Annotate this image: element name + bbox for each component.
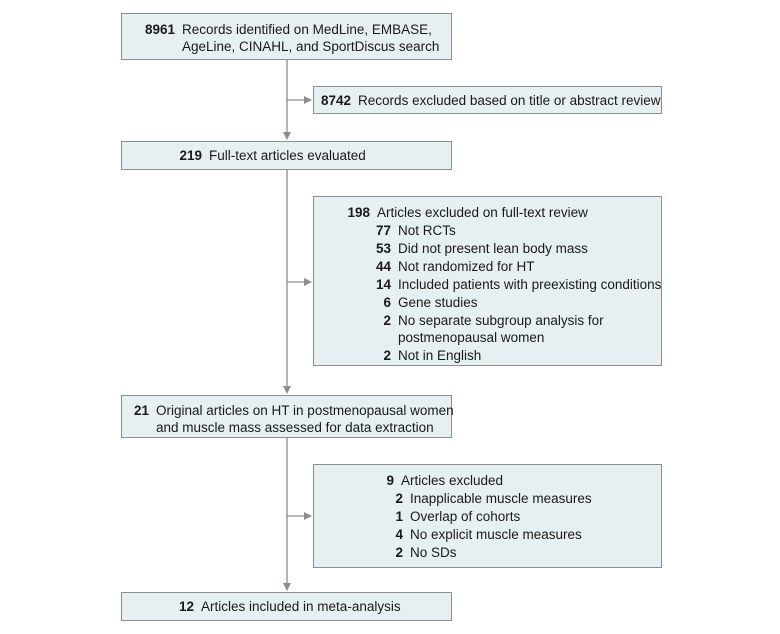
original-articles-count: 21 [133, 403, 149, 418]
records-identified-box: 8961 Records identified on MedLine, EMBA… [121, 13, 452, 60]
fulltext-evaluated-text: Full-text articles evaluated [209, 148, 366, 163]
included-articles-text: Articles included in meta-analysis [201, 599, 401, 614]
excluded-final-count: 9 [386, 473, 394, 488]
records-identified-line1: Records identified on MedLine, EMBASE, [182, 22, 432, 37]
list-item: 2 No SDs [395, 545, 457, 560]
list-item: 77 Not RCTs [375, 223, 456, 238]
list-item: 1 Overlap of cohorts [395, 509, 521, 524]
list-item: 14 Included patients with preexisting co… [375, 277, 662, 292]
records-excluded-title-box: 8742 Records excluded based on title or … [313, 86, 662, 114]
included-articles-box: 12 Articles included in meta-analysis [121, 592, 452, 621]
list-item: 2 Inapplicable muscle measures [395, 491, 592, 506]
original-articles-line2: and muscle mass assessed for data extrac… [156, 420, 434, 435]
records-identified-line2: AgeLine, CINAHL, and SportDiscus search [182, 39, 440, 54]
list-item: 44 Not randomized for HT [375, 259, 535, 274]
excluded-fulltext-header: 198 Articles excluded on full-text revie… [314, 204, 661, 221]
excluded-fulltext-box: 198 Articles excluded on full-text revie… [313, 196, 662, 366]
fulltext-evaluated-count: 219 [179, 148, 202, 163]
excluded-fulltext-text: Articles excluded on full-text review [377, 205, 588, 220]
records-excluded-title-text: Records excluded based on title or abstr… [358, 93, 661, 108]
records-excluded-title-count: 8742 [321, 93, 352, 108]
included-articles-count: 12 [178, 599, 194, 614]
excluded-final-text: Articles excluded [401, 473, 504, 488]
fulltext-evaluated-box: 219 Full-text articles evaluated [121, 141, 452, 170]
list-item: 2 Not in English [383, 348, 482, 363]
list-item: 53 Did not present lean body mass [375, 241, 588, 256]
original-articles-box: 21 Original articles on HT in postmenopa… [121, 395, 454, 438]
list-item: 4 No explicit muscle measures [395, 527, 582, 542]
excluded-fulltext-count: 198 [347, 205, 370, 220]
list-item: 2 No separate subgroup analysis for post… [383, 313, 604, 345]
records-identified-count: 8961 [144, 22, 175, 37]
list-item: 6 Gene studies [383, 295, 478, 310]
excluded-final-box: 9 Articles excluded 2 Inapplicable muscl… [313, 464, 662, 568]
excluded-final-header: 9 Articles excluded [314, 472, 661, 489]
original-articles-line1: Original articles on HT in postmenopausa… [156, 403, 454, 418]
